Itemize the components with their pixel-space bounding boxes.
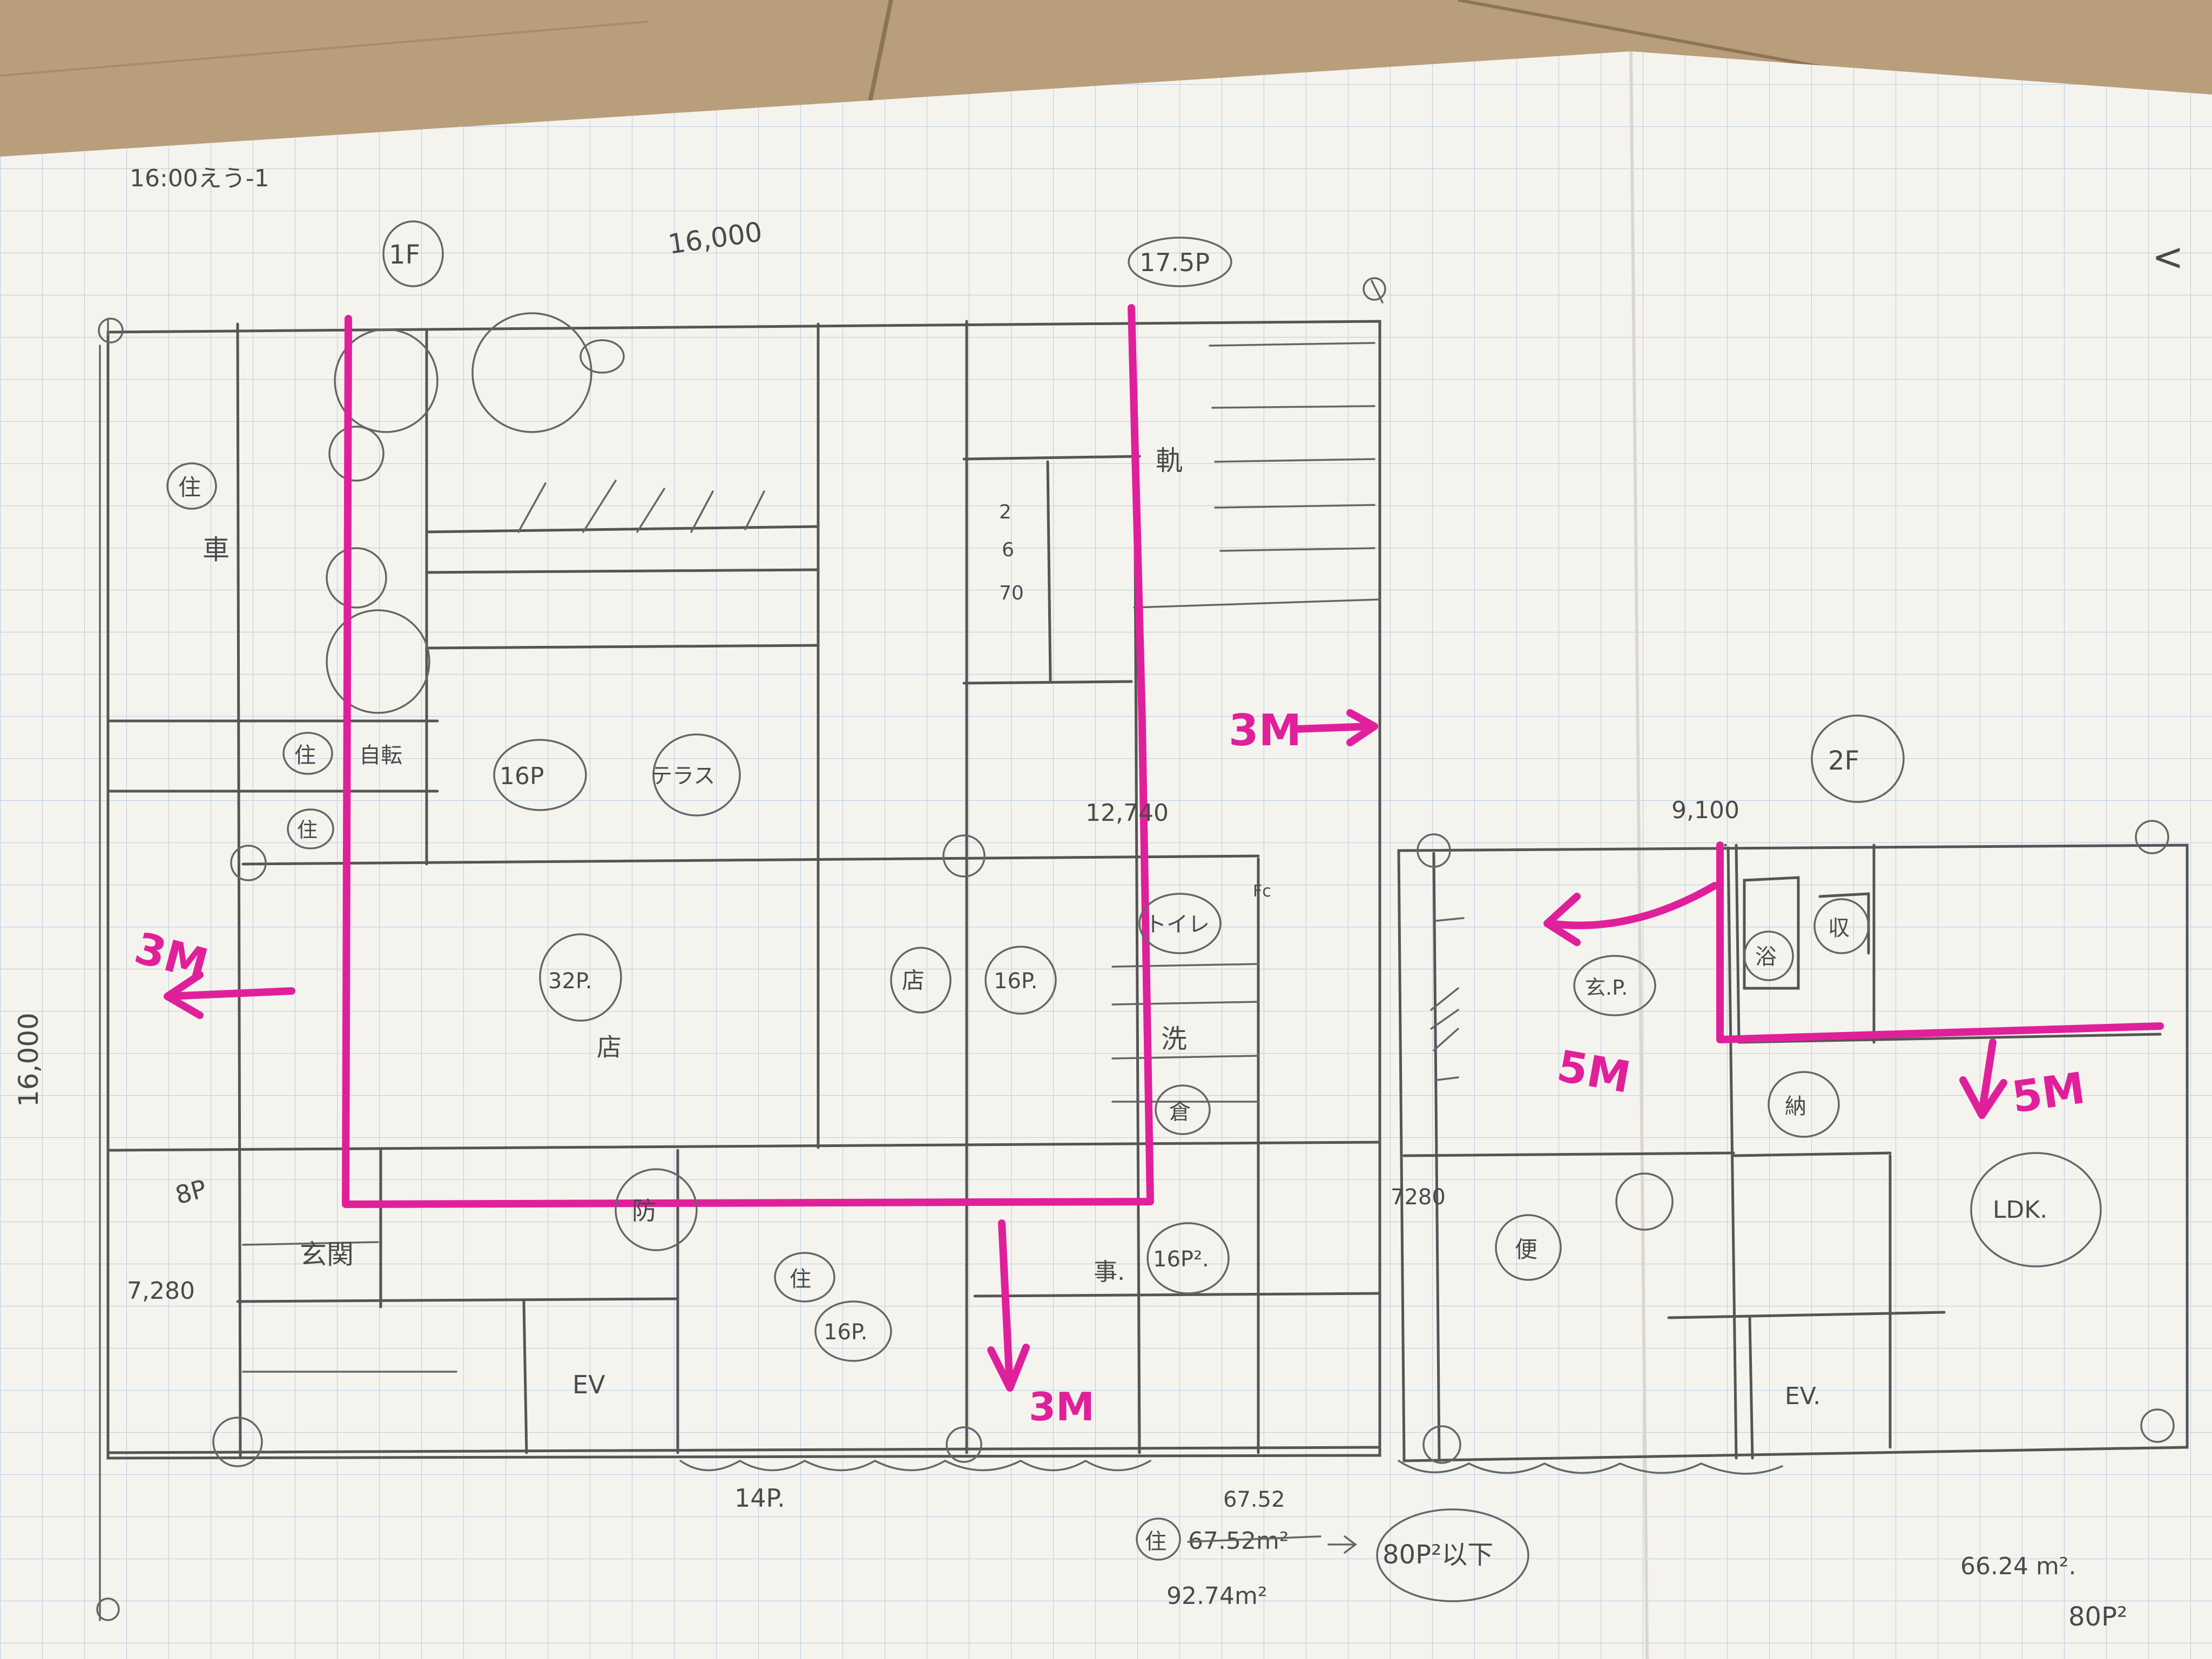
store-32p-label: 32P. [548, 969, 592, 994]
arrow-down-1f [987, 1219, 1030, 1392]
right-edge-mark: < [2152, 235, 2184, 279]
bike-label: 自転 [359, 743, 402, 768]
office-16p-label: 16P. [824, 1320, 868, 1345]
area-2f: 66.24 m². [1960, 1553, 2076, 1580]
security-label: 防 [632, 1196, 657, 1225]
ev-1f-label: EV [572, 1370, 605, 1399]
office-label: 事. [1094, 1258, 1125, 1286]
balcony-label: 玄.P. [1585, 976, 1628, 1000]
floor1-depth-dim: 16,000 [13, 1013, 44, 1107]
paper-fold [1629, 51, 1649, 1659]
residence-label: 住 [1145, 1529, 1166, 1554]
entrance-label: 玄関 [300, 1239, 354, 1270]
terrace-label: テラス [651, 764, 715, 788]
slope-text-1: 2 [999, 501, 1011, 523]
storage-2f-label: 納 [1785, 1094, 1806, 1119]
parking-label: 車 [203, 534, 230, 565]
header-note: 16:00えう-1 [130, 165, 269, 192]
ramp-label: 軌 [1156, 445, 1183, 476]
bike-circle-label: 住 [294, 743, 316, 768]
area-2f-p: 80P² [2068, 1602, 2127, 1632]
closet-label: 便 [1515, 1236, 1537, 1263]
dim-12740: 12,740 [1085, 799, 1169, 827]
store-label: 店 [597, 1033, 622, 1062]
arrow-left-2f [1543, 882, 1718, 946]
shop-circle-label: 店 [902, 967, 925, 994]
floor1-label: 1F [389, 240, 420, 270]
parking-circle-label: 住 [178, 474, 201, 501]
small-label-fc: Fc [1253, 882, 1271, 901]
arrow-down-2f [1959, 1038, 2007, 1119]
arrow-right-1f [1292, 709, 1378, 746]
office-circle-label: 住 [790, 1267, 811, 1292]
floor2-width-dim: 9,100 [1671, 797, 1739, 824]
arrow-left-1f [164, 971, 295, 1019]
area-16p-label: 16P [500, 763, 544, 790]
office-16p2-label: 16P². [1153, 1247, 1209, 1272]
corner-label: 17.5P [1139, 248, 1210, 277]
total-area: 92.74m² [1166, 1582, 1267, 1610]
arrow-down-2f-label: 5M [2009, 1063, 2088, 1123]
target-area: 80P²以下 [1382, 1540, 1493, 1570]
slope-text-2: 6 [1002, 539, 1014, 561]
area-14p-label: 14P. [734, 1483, 785, 1513]
arrow-left-2f-label: 5M [1554, 1041, 1634, 1103]
toilet-label: トイレ [1145, 912, 1210, 937]
floor2-label: 2F [1828, 746, 1859, 776]
dim-7280: 7,280 [127, 1277, 195, 1305]
storage-label: 倉 [1169, 1100, 1191, 1124]
wash-2f-label: 収 [1828, 916, 1850, 941]
floor1-plan [96, 277, 1783, 1621]
floor2-side-dim: 7280 [1391, 1185, 1446, 1210]
slope-text-3: 70 [999, 582, 1024, 604]
ev-2f-label: EV. [1785, 1382, 1820, 1410]
setback-lines [164, 304, 2164, 1392]
wash-label: 洗 [1161, 1024, 1187, 1054]
arrow-right-1f-label: 3M [1229, 705, 1301, 756]
shop-16p-label: 16P. [994, 969, 1038, 994]
arrow-down-1f-label: 3M [1029, 1384, 1095, 1429]
ldk-label: LDK. [1993, 1196, 2047, 1224]
area-top-label: 67.52 [1223, 1487, 1285, 1512]
sub-circle-label: 住 [297, 818, 318, 842]
bath-label: 浴 [1755, 945, 1777, 969]
floor2-plan [1397, 820, 2189, 1464]
